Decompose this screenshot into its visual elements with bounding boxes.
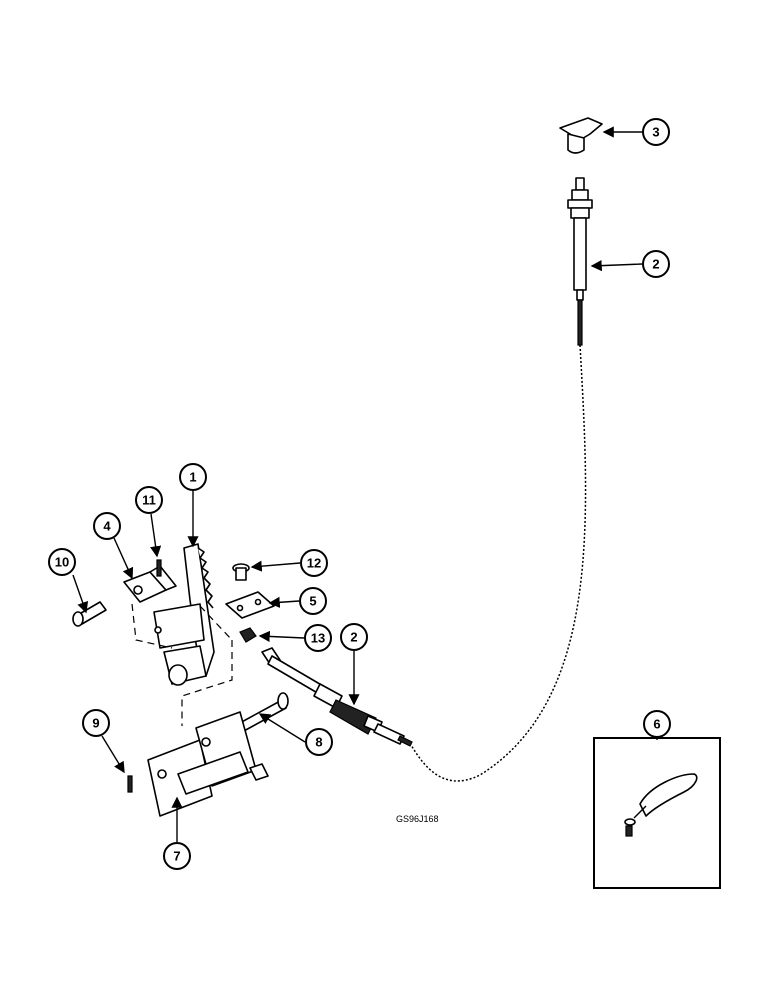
svg-text:2: 2 bbox=[350, 630, 357, 645]
cotter-pin-part bbox=[156, 559, 162, 577]
callout-10: 10 bbox=[48, 548, 76, 576]
plate-part bbox=[225, 591, 275, 619]
bracket-part bbox=[147, 711, 269, 817]
callout-4: 4 bbox=[93, 512, 121, 540]
strap-inset-box bbox=[593, 737, 721, 889]
callout-12: 12 bbox=[300, 549, 328, 577]
svg-text:10: 10 bbox=[55, 555, 69, 570]
svg-text:5: 5 bbox=[309, 594, 316, 609]
callout-13: 13 bbox=[304, 624, 332, 652]
cable-upper-housing bbox=[567, 177, 593, 346]
callout-11: 11 bbox=[135, 486, 163, 514]
figure-reference-code: GS96J168 bbox=[396, 814, 439, 824]
svg-text:9: 9 bbox=[92, 716, 99, 731]
clevis-part bbox=[123, 565, 177, 603]
svg-text:2: 2 bbox=[652, 257, 659, 272]
clevis-pin-part bbox=[72, 601, 107, 627]
svg-text:12: 12 bbox=[307, 556, 321, 571]
svg-text:7: 7 bbox=[173, 849, 180, 864]
callout-8: 8 bbox=[305, 728, 333, 756]
svg-text:13: 13 bbox=[311, 631, 325, 646]
callout-9: 9 bbox=[82, 709, 110, 737]
roll-pin-part bbox=[127, 775, 133, 793]
cable-lower-end bbox=[261, 647, 413, 747]
svg-text:4: 4 bbox=[103, 519, 111, 534]
assembly-guide-line bbox=[131, 603, 173, 649]
callout-2-upper: 2 bbox=[642, 250, 670, 278]
callout-3: 3 bbox=[642, 118, 670, 146]
knob-part bbox=[559, 117, 603, 154]
svg-text:11: 11 bbox=[142, 493, 156, 508]
svg-text:3: 3 bbox=[652, 125, 659, 140]
svg-text:1: 1 bbox=[189, 470, 196, 485]
callout-1: 1 bbox=[179, 463, 207, 491]
callout-7: 7 bbox=[163, 842, 191, 870]
screw-part bbox=[232, 563, 250, 581]
svg-text:8: 8 bbox=[315, 735, 322, 750]
callout-2-lower: 2 bbox=[340, 623, 368, 651]
lever-part bbox=[153, 543, 215, 686]
assembly-guide-line bbox=[199, 605, 233, 641]
callout-6: 6 bbox=[643, 710, 671, 738]
control-cable bbox=[407, 344, 587, 782]
callout-5: 5 bbox=[299, 587, 327, 615]
svg-text:6: 6 bbox=[653, 717, 660, 732]
nut-part bbox=[239, 627, 257, 643]
assembly-guide-line bbox=[181, 640, 233, 726]
